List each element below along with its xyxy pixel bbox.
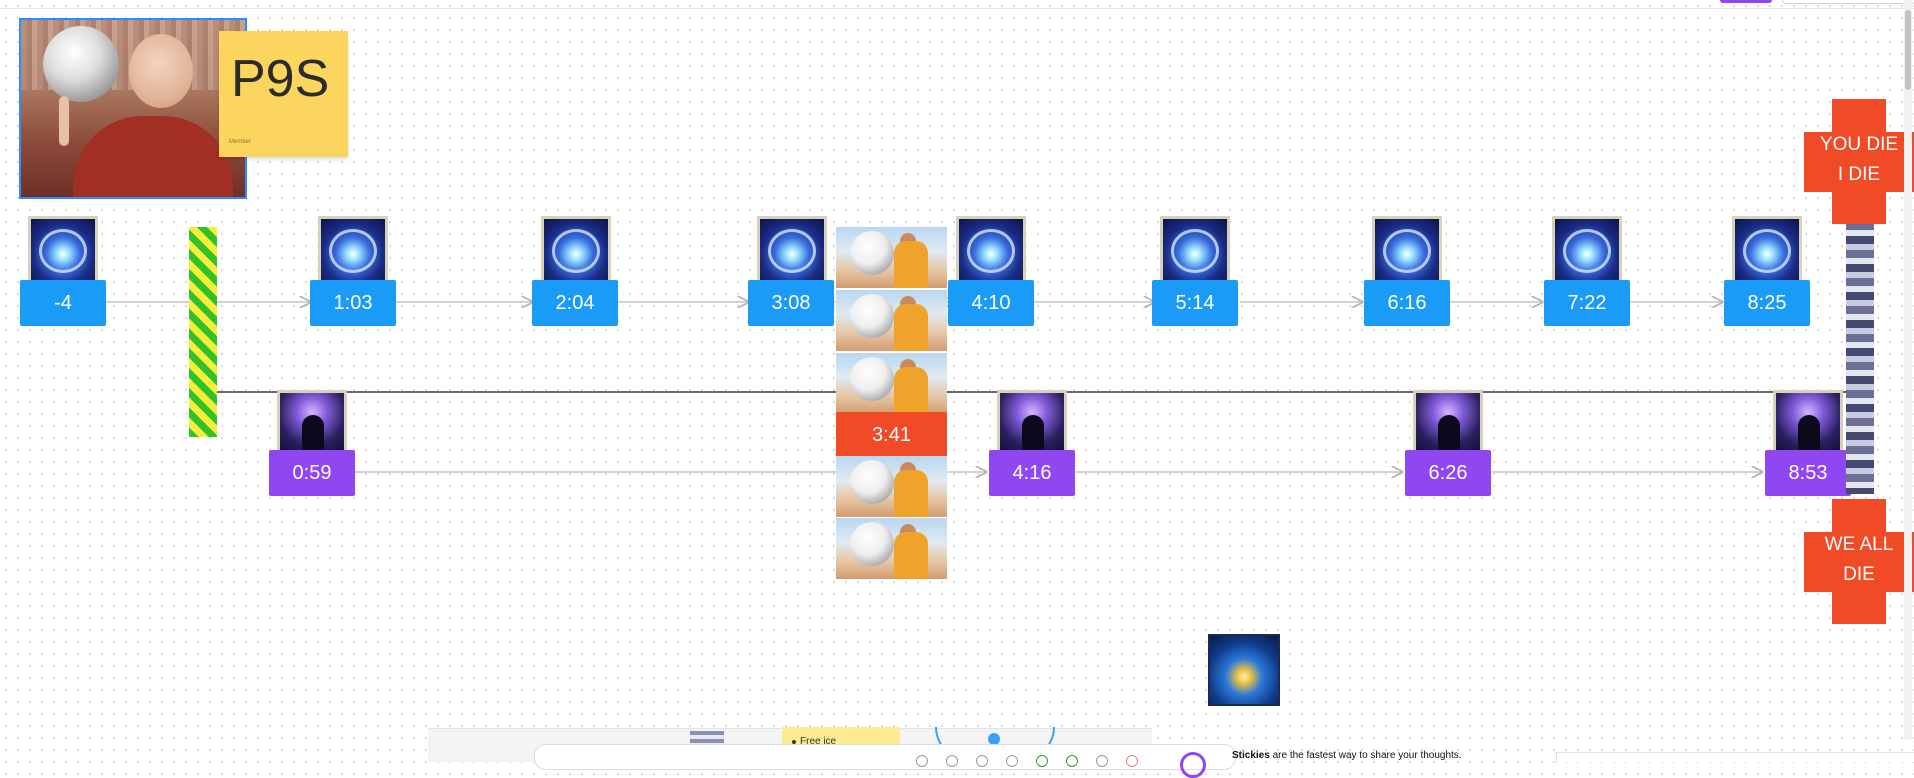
storm-ability-icon[interactable] <box>956 216 1026 286</box>
striped-marker-bar[interactable] <box>189 227 217 437</box>
color-swatch[interactable] <box>1036 755 1048 767</box>
time-label-top-3[interactable]: 2:04 <box>532 280 618 326</box>
frame-image[interactable] <box>836 518 947 579</box>
cross-top-line2: I DIE <box>1837 164 1881 185</box>
color-swatch[interactable] <box>916 755 928 767</box>
dark-ability-icon[interactable] <box>1773 390 1843 460</box>
storm-ability-icon[interactable] <box>318 216 388 286</box>
ai-assistant-icon[interactable] <box>1180 752 1206 778</box>
stickies-tip: Stickies are the fastest way to share yo… <box>1232 750 1462 761</box>
cross-bottom-line1: WE ALL <box>1824 534 1894 555</box>
time-label-top-6[interactable]: 5:14 <box>1152 280 1238 326</box>
sticky-author: Member <box>229 139 252 145</box>
storm-ability-icon[interactable] <box>1160 216 1230 286</box>
cross-shape-top[interactable]: YOU DIE I DIE <box>1804 99 1914 224</box>
time-label-top-1[interactable]: -4 <box>20 280 106 326</box>
storm-ability-icon[interactable] <box>541 216 611 286</box>
time-label-top-9[interactable]: 8:25 <box>1724 280 1810 326</box>
storm-ability-icon[interactable] <box>1372 216 1442 286</box>
color-swatch[interactable] <box>1066 755 1078 767</box>
share-button[interactable] <box>1720 0 1772 3</box>
frame-image[interactable] <box>836 456 947 517</box>
dark-ability-icon[interactable] <box>1413 390 1483 460</box>
color-swatch[interactable] <box>976 755 988 767</box>
top-border <box>0 8 1914 9</box>
character-photo[interactable] <box>19 18 247 199</box>
time-label-top-5[interactable]: 4:10 <box>948 280 1034 326</box>
time-label-bottom-3[interactable]: 6:26 <box>1405 450 1491 496</box>
color-swatch[interactable] <box>1006 755 1018 767</box>
storm-ability-icon[interactable] <box>1552 216 1622 286</box>
stacked-icons-column[interactable] <box>1846 222 1874 494</box>
time-label-center[interactable]: 3:41 <box>836 412 947 458</box>
frame-image[interactable] <box>836 353 947 414</box>
tip-text: are the fastest way to share your though… <box>1269 750 1462 761</box>
vertical-scrollbar[interactable] <box>1904 0 1912 740</box>
zoom-control[interactable] <box>1782 0 1914 4</box>
frame-image[interactable] <box>836 290 947 351</box>
cross-bottom-line2: DIE <box>1843 564 1875 585</box>
storm-ability-icon[interactable] <box>757 216 827 286</box>
time-label-bottom-1[interactable]: 0:59 <box>269 450 355 496</box>
orb-ability-icon[interactable] <box>1208 634 1280 706</box>
tip-bold: Stickies <box>1232 750 1270 761</box>
frame-image[interactable] <box>836 227 947 288</box>
character-finger <box>59 96 69 146</box>
color-swatch[interactable] <box>946 755 958 767</box>
cross-shape-bottom[interactable]: WE ALL DIE <box>1804 499 1914 624</box>
cross-top-line1: YOU DIE <box>1819 134 1899 155</box>
time-label-bottom-4[interactable]: 8:53 <box>1765 450 1851 496</box>
sticky-title-text: P9S <box>231 50 330 108</box>
soccer-ball <box>43 26 119 102</box>
storm-ability-icon[interactable] <box>1732 216 1802 286</box>
color-swatch[interactable] <box>1096 755 1108 767</box>
sticky-note-title[interactable]: P9S Member <box>219 31 348 157</box>
side-card <box>1556 752 1914 762</box>
character-head <box>129 34 193 108</box>
user-icon <box>988 733 1000 745</box>
color-swatch[interactable] <box>1126 755 1138 767</box>
time-label-bottom-2[interactable]: 4:16 <box>989 450 1075 496</box>
character-robe <box>73 116 233 197</box>
time-label-top-4[interactable]: 3:08 <box>748 280 834 326</box>
time-label-top-8[interactable]: 7:22 <box>1544 280 1630 326</box>
template-sticky-item: Free ice <box>800 736 837 747</box>
time-label-top-7[interactable]: 6:16 <box>1364 280 1450 326</box>
scrollbar-thumb[interactable] <box>1905 10 1911 90</box>
storm-ability-icon[interactable] <box>28 216 98 286</box>
time-label-top-2[interactable]: 1:03 <box>310 280 396 326</box>
